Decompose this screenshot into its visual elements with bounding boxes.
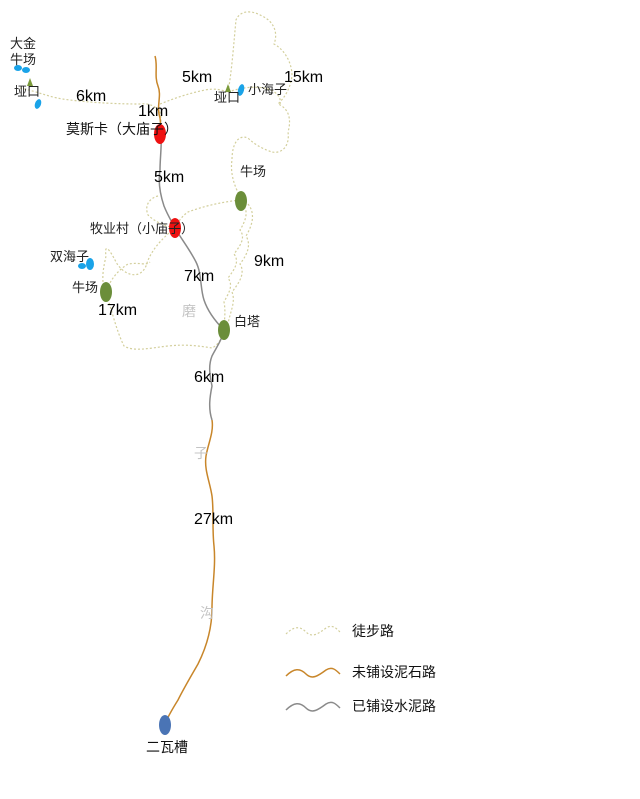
distance-6km-low: 6km (194, 369, 224, 386)
distance-labels: 6km 5km 15km 1km 5km 9km 7km 17km 6km 27… (76, 69, 323, 528)
paved-roads (158, 131, 225, 421)
distance-1km: 1km (138, 103, 168, 120)
label-dajin-line1: 大金 (10, 36, 36, 52)
river-char-1: 磨 (182, 304, 196, 320)
baita-marker (218, 320, 230, 340)
legend-dirt-swatch (285, 667, 341, 678)
hiking-trails (19, 11, 293, 350)
label-niuchang-west: 牛场 (72, 281, 98, 296)
legend-paved-swatch (285, 701, 341, 712)
distance-7km: 7km (184, 268, 214, 285)
distance-6km-top: 6km (76, 88, 106, 105)
dirt-roads (154, 55, 216, 725)
river-char-2: 子 (194, 446, 208, 462)
trail-west-loop (102, 227, 225, 350)
pass-west-icon (27, 78, 33, 86)
river-char-3: 沟 (200, 606, 214, 622)
site-markers (100, 124, 247, 735)
lake-dajin-1 (14, 65, 22, 71)
trail-east-zigzag (223, 199, 247, 331)
paved-road-main (158, 131, 225, 421)
trail-mosika-west (146, 195, 176, 229)
label-mosika: 莫斯卡（大庙子） (66, 122, 178, 138)
label-niuchang-east: 牛场 (240, 165, 266, 180)
place-labels: 大金 牛场 垭口 垭口 小海子 莫斯卡（大庙子） 牛场 牧业村（小庙子） 双海子… (10, 36, 287, 756)
label-erwacao: 二瓦槽 (146, 740, 188, 756)
legend-trail-label: 徒步路 (352, 624, 394, 640)
trail-west-pass (19, 87, 162, 133)
distance-5km-mid: 5km (154, 169, 184, 186)
label-shuanghaizi: 双海子 (50, 250, 89, 265)
niuchang-west-marker (100, 282, 112, 302)
label-muyecun: 牧业村（小庙子） (90, 222, 194, 237)
lakes (14, 65, 245, 270)
dirt-road-north (154, 55, 162, 133)
trail-west-connector (105, 261, 151, 295)
distance-15km: 15km (284, 69, 323, 86)
river-labels: 磨 子 沟 (182, 304, 214, 622)
label-yakou-west: 垭口 (14, 85, 40, 100)
trail-big-loop (227, 11, 293, 197)
muyecun-marker (169, 218, 181, 238)
legend-dirt-label: 未铺设泥石路 (352, 665, 436, 681)
legend: 徒步路 未铺设泥石路 已铺设水泥路 (285, 624, 436, 715)
lake-shuanghaizi-2 (86, 258, 94, 270)
erwacao-marker (159, 715, 171, 735)
trail-top-east (159, 88, 229, 105)
lake-yakou-west (34, 99, 42, 109)
label-dajin-line2: 牛场 (10, 53, 36, 68)
pass-east-icon (225, 84, 231, 92)
pass-markers (27, 78, 231, 92)
trail-small-loop (227, 86, 281, 105)
label-xiaohaizi: 小海子 (248, 83, 287, 98)
distance-27km: 27km (194, 511, 233, 528)
distance-5km-top: 5km (182, 69, 212, 86)
label-baita: 白塔 (234, 314, 260, 330)
legend-trail-swatch (285, 625, 341, 636)
distance-9km: 9km (254, 253, 284, 270)
lake-shuanghaizi-1 (78, 263, 86, 269)
dirt-road-south (164, 419, 216, 725)
lake-xiaohaizi (237, 84, 245, 96)
lake-dajin-2 (22, 67, 30, 73)
niuchang-east-marker (235, 191, 247, 211)
label-yakou-east: 垭口 (214, 91, 240, 106)
mosika-marker (154, 124, 166, 144)
legend-paved-label: 已铺设水泥路 (352, 699, 436, 715)
trail-east-zigzag-2 (227, 203, 254, 325)
distance-17km: 17km (98, 302, 137, 319)
